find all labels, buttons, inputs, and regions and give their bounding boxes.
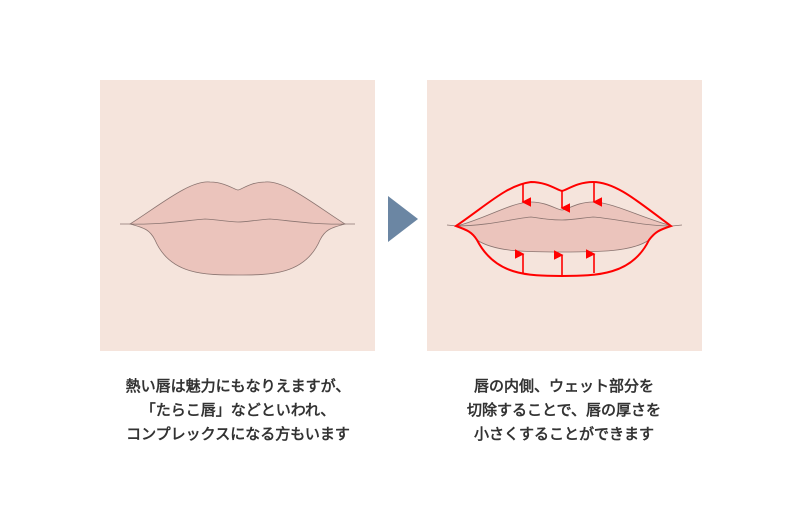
excision-outline xyxy=(453,180,674,278)
reduction-arrows xyxy=(515,183,602,275)
caption-line: 熱い唇は魅力にもなりえますが、 xyxy=(125,377,351,395)
caption-line: 「たらこ唇」などといわれ、 xyxy=(140,401,336,419)
before-caption: 熱い唇は魅力にもなりえますが、 「たらこ唇」などといわれ、 コンプレックスになる… xyxy=(88,374,388,446)
thin-lips-illustration xyxy=(446,180,683,278)
next-arrow-icon xyxy=(388,196,418,242)
after-panel xyxy=(427,80,702,351)
after-caption: 唇の内側、ウェット部分を 切除することで、唇の厚さを 小さくすることができます xyxy=(414,374,714,446)
thick-lips-illustration xyxy=(120,181,355,276)
caption-line: 唇の内側、ウェット部分を xyxy=(473,377,654,395)
caption-line: 小さくすることができます xyxy=(473,425,654,443)
caption-line: 切除することで、唇の厚さを xyxy=(467,401,661,419)
before-panel xyxy=(100,80,375,351)
caption-line: コンプレックスになる方もいます xyxy=(126,425,350,443)
